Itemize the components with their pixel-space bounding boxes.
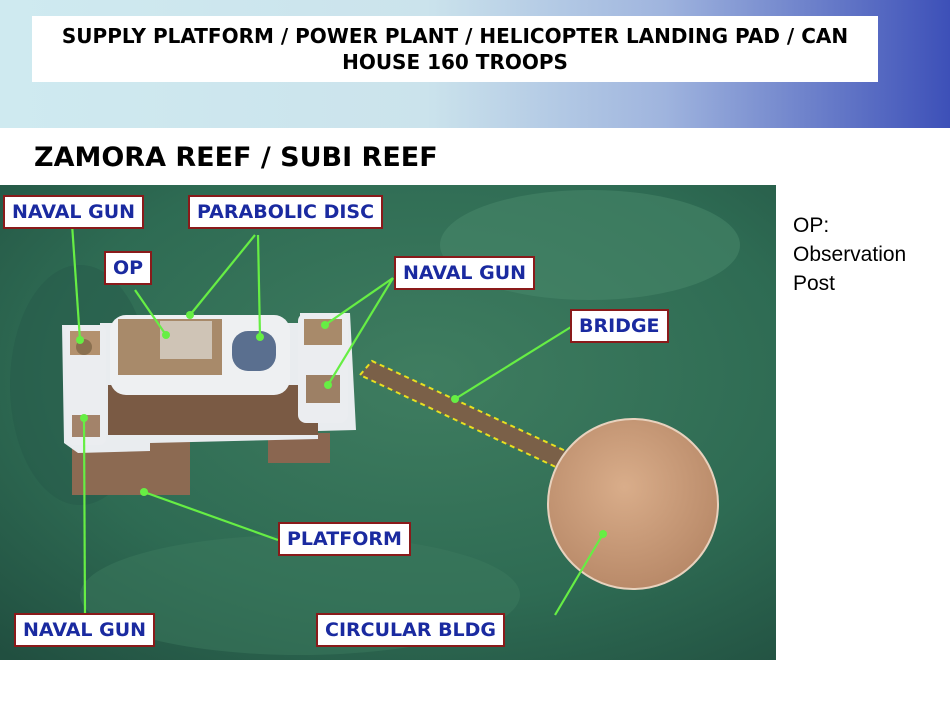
parabolic-disc xyxy=(232,331,276,371)
leader-parabolic-2 xyxy=(256,234,262,338)
leader-naval-gun-tl xyxy=(70,223,82,341)
callout-parabolic-disc: PARABOLIC DISC xyxy=(188,195,384,229)
arrowhead xyxy=(324,381,332,389)
circular-building-rim xyxy=(547,418,719,590)
callout-bridge: BRIDGE xyxy=(570,309,669,343)
slide-title: ZAMORA REEF / SUBI REEF xyxy=(34,142,438,173)
leader-naval-gun-bl xyxy=(82,417,87,616)
arrowhead xyxy=(321,321,329,329)
header-text: SUPPLY PLATFORM / POWER PLANT / HELICOPT… xyxy=(61,24,849,74)
arrowhead xyxy=(256,333,264,341)
arrowhead xyxy=(451,395,459,403)
leader-op xyxy=(134,289,167,336)
right-tower-roof xyxy=(306,375,340,403)
leader-bridge xyxy=(454,326,572,400)
leader-circular xyxy=(554,533,604,616)
arrowhead xyxy=(80,414,88,422)
header-box: SUPPLY PLATFORM / POWER PLANT / HELICOPT… xyxy=(32,16,878,82)
leader-parabolic-1 xyxy=(189,234,256,316)
leader-platform xyxy=(143,490,279,542)
op-legend-line-3: Post xyxy=(793,272,836,295)
op-legend-note: OP: Observation Post xyxy=(793,211,943,298)
leader-naval-gun-r2 xyxy=(327,277,394,386)
callout-circular-bldg: CIRCULAR BLDG xyxy=(316,613,506,647)
leader-naval-gun-r1 xyxy=(324,277,394,326)
left-tower-roof xyxy=(72,415,100,437)
roof-hut xyxy=(160,321,212,359)
arrowhead xyxy=(186,311,194,319)
callout-naval-gun-bottom-left: NAVAL GUN xyxy=(14,613,156,647)
arrowhead xyxy=(76,336,84,344)
op-legend-line-1: OP: xyxy=(793,214,830,237)
circular-building xyxy=(548,419,718,589)
callout-platform: PLATFORM xyxy=(278,522,411,556)
arrowhead xyxy=(162,331,170,339)
callout-naval-gun-right: NAVAL GUN xyxy=(394,256,536,290)
arrowhead xyxy=(140,488,148,496)
leader-lines xyxy=(70,223,604,616)
op-legend-line-2: Observation xyxy=(793,243,907,266)
leader-arrowheads xyxy=(76,311,607,538)
arrowhead xyxy=(599,530,607,538)
callout-op: OP xyxy=(104,251,153,285)
bridge xyxy=(360,361,570,469)
callout-naval-gun-top-left: NAVAL GUN xyxy=(3,195,145,229)
